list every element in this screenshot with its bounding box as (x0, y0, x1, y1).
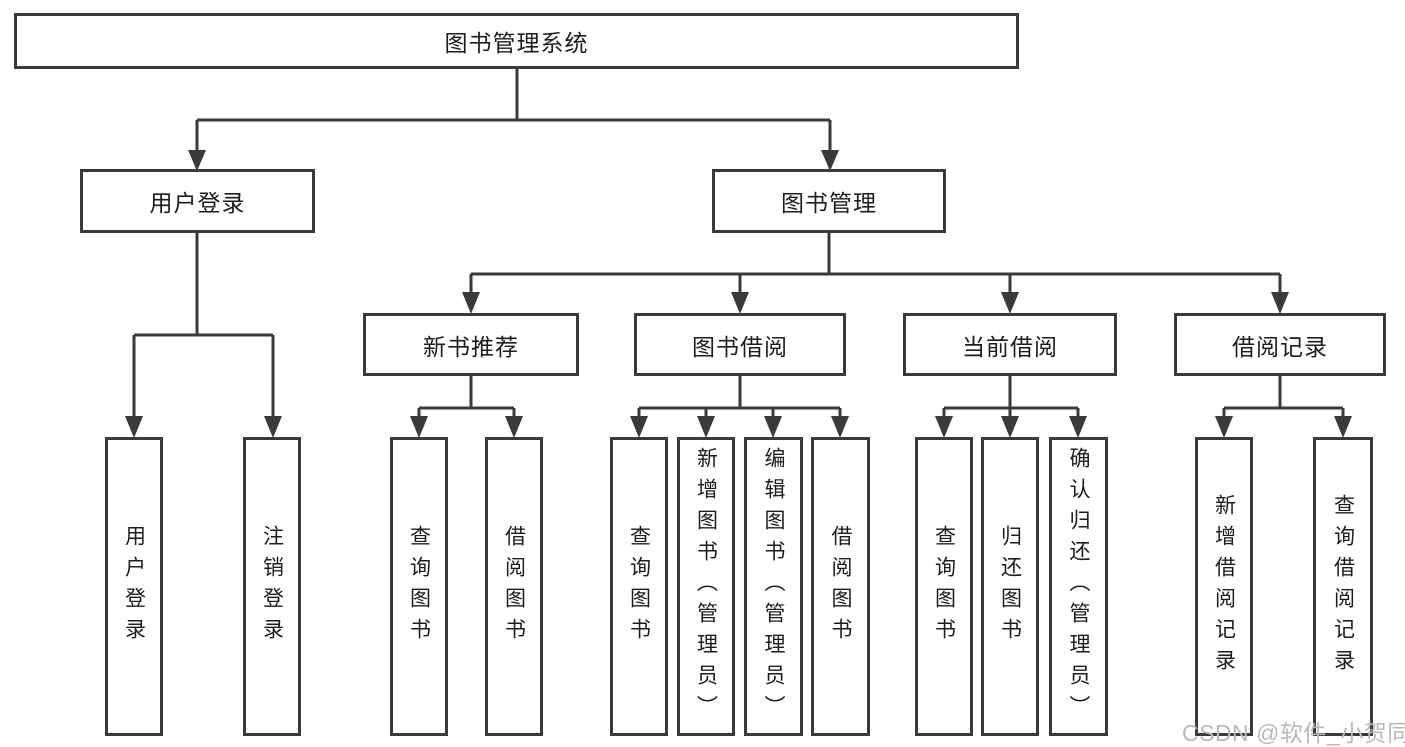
node-label: 新书推荐 (423, 333, 519, 360)
leaf-label: 查询借阅记录 (1331, 493, 1355, 680)
leaf-user-login: 用户登录 (105, 437, 163, 736)
leaf-confirm-return-admin: 确认归还（管理员） (1049, 437, 1108, 736)
node-current-borrow: 当前借阅 (903, 313, 1117, 376)
leaf-query-books-current: 查询图书 (915, 437, 973, 736)
leaf-label: 查询图书 (407, 524, 431, 649)
node-label: 图书管理系统 (444, 30, 589, 56)
leaf-label: 借阅图书 (502, 524, 526, 649)
leaf-label: 借阅图书 (829, 524, 852, 649)
node-label: 用户登录 (149, 190, 246, 216)
leaf-logout: 注销登录 (243, 437, 301, 736)
node-root-system: 图书管理系统 (14, 13, 1019, 69)
leaf-add-borrow-record: 新增借阅记录 (1195, 437, 1253, 736)
watermark-text: CSDN @软件_小贺同学 (1182, 720, 1405, 746)
leaf-edit-books-admin: 编辑图书（管理员） (744, 437, 803, 736)
leaf-borrow-books-recommend: 借阅图书 (485, 437, 543, 736)
leaf-borrow-books: 借阅图书 (811, 437, 870, 736)
node-borrow-record: 借阅记录 (1174, 313, 1386, 376)
node-book-borrow: 图书借阅 (634, 313, 846, 376)
leaf-label: 查询图书 (932, 524, 956, 649)
node-label: 借阅记录 (1232, 333, 1328, 360)
leaf-label: 新增图书（管理员） (694, 447, 718, 726)
leaf-label: 编辑图书（管理员） (762, 447, 785, 726)
leaf-label: 注销登录 (260, 524, 284, 649)
node-label: 图书管理 (781, 190, 877, 216)
leaf-label: 用户登录 (122, 524, 146, 649)
connector-arrowheads (125, 150, 1352, 438)
node-label: 当前借阅 (962, 333, 1058, 360)
node-new-book-recommend: 新书推荐 (363, 313, 579, 376)
leaf-add-books-admin: 新增图书（管理员） (677, 437, 735, 736)
leaf-label: 新增借阅记录 (1212, 493, 1236, 680)
leaf-query-books-recommend: 查询图书 (390, 437, 448, 736)
leaf-label: 确认归还（管理员） (1067, 447, 1090, 726)
node-label: 图书借阅 (692, 333, 788, 360)
node-book-management: 图书管理 (712, 169, 946, 233)
leaf-query-books-borrow: 查询图书 (610, 437, 668, 736)
leaf-label: 查询图书 (627, 524, 651, 649)
leaf-query-borrow-record: 查询借阅记录 (1313, 437, 1373, 736)
node-user-login: 用户登录 (80, 169, 315, 233)
connector-lines (132, 69, 1345, 420)
leaf-return-books: 归还图书 (981, 437, 1039, 736)
leaf-label: 归还图书 (998, 524, 1022, 649)
